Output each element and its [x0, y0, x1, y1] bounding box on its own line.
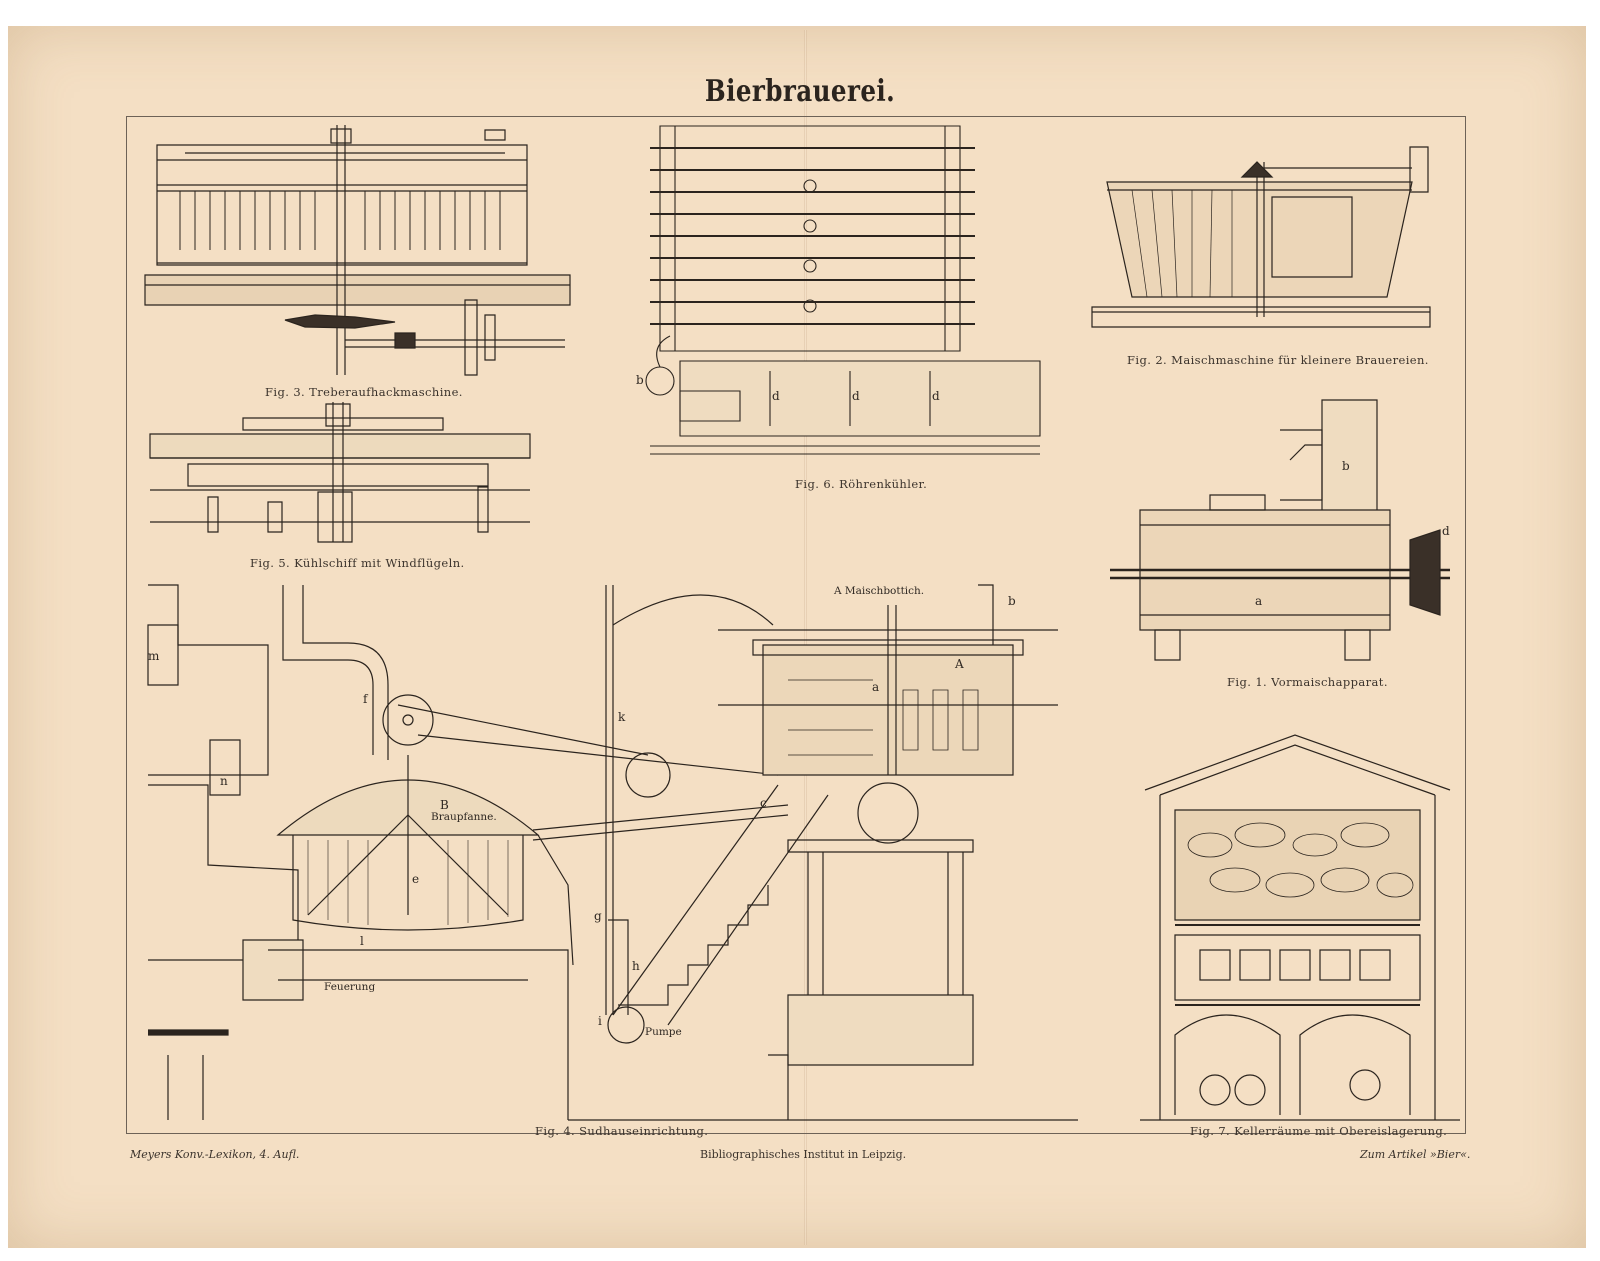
plate-frame [126, 116, 1466, 1134]
fig1-drawing: b a d [1110, 400, 1450, 665]
fig6-drawing: d d d b [636, 126, 1050, 466]
fig2-caption: Fig. 2. Maischmaschine für kleinere Brau… [1127, 353, 1429, 367]
fig4-caption: Fig. 4. Sudhauseinrichtung. [535, 1124, 709, 1138]
fig4-label-i: i [598, 1014, 602, 1028]
fig6-label-b: b [636, 373, 644, 387]
center-fold [804, 30, 807, 1245]
footer-right: Zum Artikel »Bier«. [1360, 1148, 1471, 1161]
fig6-caption: Fig. 6. Röhrenkühler. [795, 477, 928, 491]
fig1-label-a: a [1255, 594, 1262, 608]
fig4-label-B: B [440, 798, 449, 812]
fig6-label-d1: d [772, 389, 780, 403]
fig4-label-braupfanne: Braupfanne. [431, 811, 497, 823]
fig4-label-feuerung: Feuerung [324, 981, 375, 993]
fig1-label-d: d [1442, 524, 1450, 538]
fig1-caption: Fig. 1. Vormaischapparat. [1227, 675, 1388, 689]
fig4-label-a: a [872, 680, 879, 694]
fig4-label-A: A [954, 657, 964, 671]
fig2-drawing [1092, 132, 1432, 332]
fig4-label-b: b [1008, 594, 1016, 608]
fig4-label-f: f [363, 692, 369, 706]
fig4-label-pumpe: Pumpe [645, 1026, 682, 1038]
fig7-drawing [1140, 735, 1460, 1130]
fig7-caption: Fig. 7. Kellerräume mit Obereislagerung. [1190, 1124, 1448, 1138]
fig6-label-d2: d [852, 389, 860, 403]
fig5-drawing [148, 402, 533, 552]
fig4-label-e: e [412, 872, 419, 886]
fig4-label-g: g [594, 909, 602, 923]
footer-left: Meyers Konv.-Lexikon, 4. Aufl. [130, 1148, 300, 1161]
fig4-drawing: B Braupfanne. Feuerung Pumpe A Maischbot… [148, 585, 1078, 1120]
fig3-drawing [155, 125, 575, 385]
fig4-label-k: k [618, 710, 626, 724]
fig4-label-m: m [148, 649, 160, 663]
fig4-label-h: h [632, 959, 640, 973]
fig4-label-c: c [760, 796, 767, 810]
fig4-label-maischbottich: A Maischbottich. [833, 585, 924, 597]
fig5-caption: Fig. 5. Kühlschiff mit Windflügeln. [250, 556, 465, 570]
plate-title: Bierbrauerei. [704, 74, 896, 109]
footer-center: Bibliographisches Institut in Leipzig. [700, 1148, 907, 1161]
fig6-label-d3: d [932, 389, 940, 403]
fig4-label-n: n [220, 774, 228, 788]
fig4-label-l: l [360, 934, 364, 948]
fig3-caption: Fig. 3. Treberaufhackmaschine. [265, 385, 463, 399]
fig1-label-b: b [1342, 459, 1350, 473]
